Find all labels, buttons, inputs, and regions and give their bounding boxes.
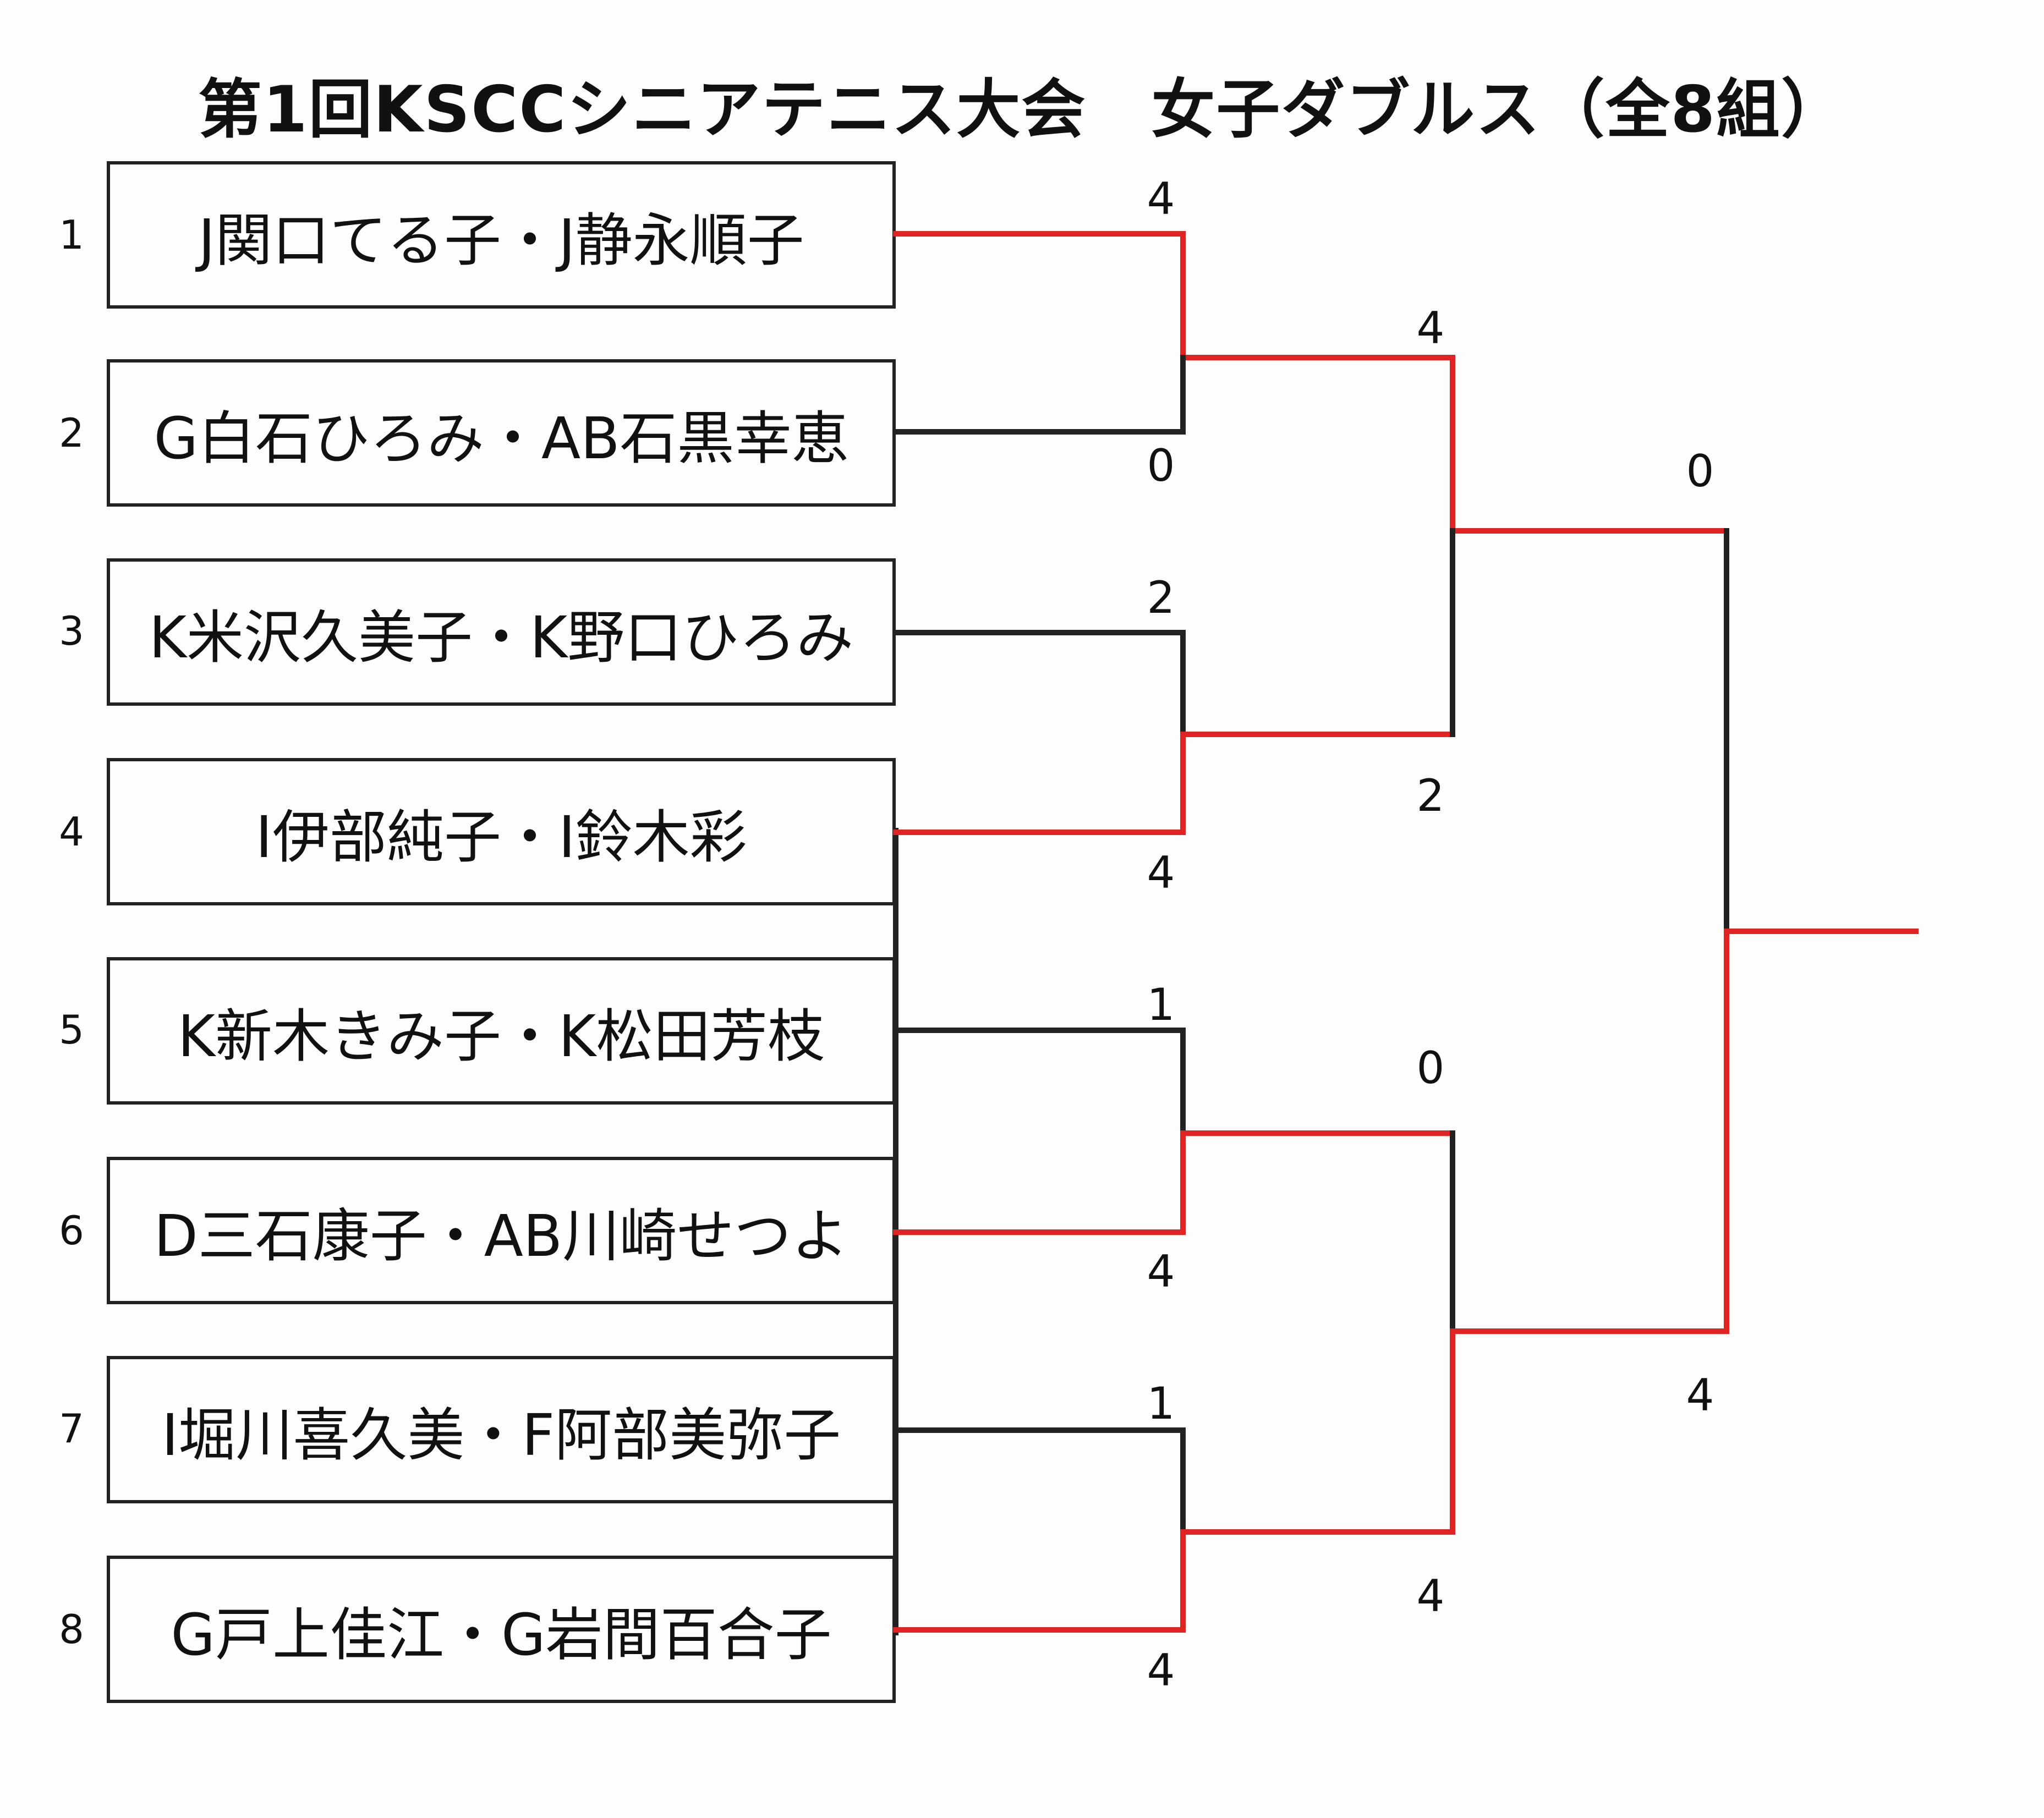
seed-number: 5	[59, 1007, 84, 1053]
entry-box: K新木きみ子・K松田芳枝	[107, 957, 896, 1105]
score: 4	[1416, 1570, 1445, 1622]
entry-name: I伊部純子・I鈴木彩	[255, 803, 747, 871]
entry-box: I伊部純子・I鈴木彩	[107, 758, 896, 905]
score: 2	[1416, 770, 1445, 821]
score: 0	[1147, 440, 1175, 491]
r1m4-bottom-path	[893, 1529, 1455, 1633]
entry-box: I堀川喜久美・F阿部美弥子	[107, 1356, 896, 1503]
entry-box: G戸上佳江・G岩間百合子	[107, 1556, 896, 1703]
seed-number: 8	[59, 1606, 84, 1652]
score: 4	[1147, 173, 1175, 224]
r2m2-bottom-path	[1450, 1328, 1729, 1535]
seed-number: 3	[59, 608, 84, 654]
entry-name: I堀川喜久美・F阿部美弥子	[161, 1401, 841, 1469]
entry-box: K米沢久美子・K野口ひろみ	[107, 558, 896, 706]
score: 2	[1147, 572, 1175, 623]
score: 4	[1686, 1370, 1714, 1421]
score: 4	[1416, 303, 1445, 354]
score: 4	[1147, 1645, 1175, 1696]
entry-name: K新木きみ子・K松田芳枝	[177, 1002, 825, 1070]
score: 4	[1147, 1246, 1175, 1297]
page-title: 第1回KSCCシニアテニス大会 女子ダブルス（全8組）	[198, 73, 1846, 147]
seed-number: 2	[59, 410, 84, 456]
r2m1-top-path	[1450, 355, 1729, 534]
seed-number: 7	[59, 1405, 84, 1452]
seed-number: 1	[59, 212, 84, 258]
score: 4	[1147, 847, 1175, 898]
score: 1	[1147, 1378, 1175, 1429]
entry-name: G白石ひろみ・AB石黒幸恵	[154, 404, 849, 472]
r1m4-top-path	[893, 1427, 1186, 1535]
entry-name: K米沢久美子・K野口ひろみ	[149, 603, 854, 671]
seed-number: 4	[59, 809, 84, 855]
r1m3-top-path	[893, 1028, 1186, 1136]
score: 0	[1686, 446, 1714, 497]
entry-name: G戸上佳江・G岩間百合子	[171, 1601, 832, 1668]
r1m2-top-path	[893, 630, 1186, 737]
r1m1-bottom-path	[893, 355, 1186, 435]
entry-name: J関口てる子・J静永順子	[198, 206, 804, 274]
entry-name: D三石康子・AB川崎せつよ	[154, 1202, 849, 1270]
r1m3-bottom-path	[893, 1130, 1455, 1235]
r1m1-top-path	[893, 231, 1455, 360]
r1m2-bottom-path	[893, 732, 1455, 835]
entry-box: G白石ひろみ・AB石黒幸恵	[107, 359, 896, 507]
seed-number: 6	[59, 1207, 84, 1254]
entry-box: D三石康子・AB川崎せつよ	[107, 1157, 896, 1304]
score: 1	[1147, 979, 1175, 1030]
score: 0	[1416, 1042, 1445, 1094]
entry-box: J関口てる子・J静永順子	[107, 161, 896, 309]
